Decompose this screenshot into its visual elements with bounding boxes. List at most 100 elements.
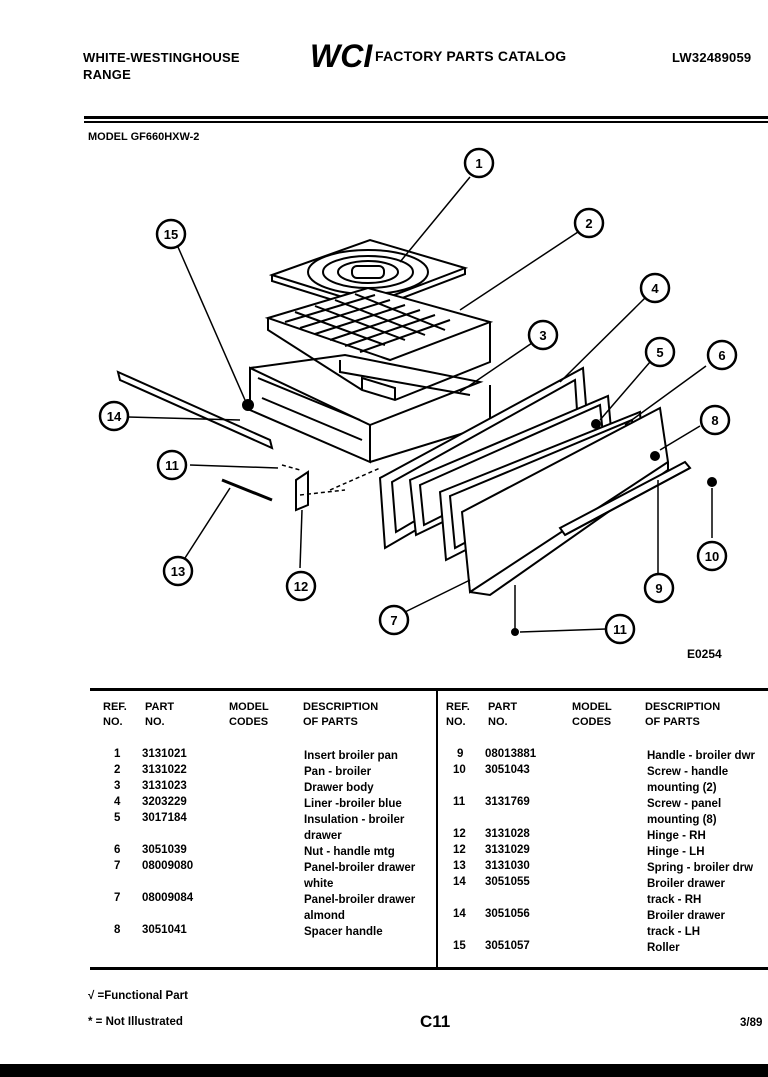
cell-desc: Insulation - broiler drawer <box>304 814 405 842</box>
header-rule-top <box>84 116 768 119</box>
cell-part: 3051055 <box>485 876 530 888</box>
callout-label: 8 <box>711 413 718 428</box>
cell-desc: Handle - broiler dwr <box>647 750 755 762</box>
cell-part: 3203229 <box>142 796 187 808</box>
header-description: DESCRIPTION OF PARTS <box>303 701 379 728</box>
cell-desc: Panel-broiler drawer white <box>304 862 416 890</box>
callout-label: 2 <box>585 216 592 231</box>
legend-not-illustrated: * = Not Illustrated <box>88 1016 183 1028</box>
cell-ref: 10 <box>453 764 466 776</box>
callout-6: 6 <box>706 339 738 371</box>
callout-label: 6 <box>718 348 725 363</box>
cell-part: 3051057 <box>485 940 530 952</box>
cell-ref: 14 <box>453 876 466 888</box>
brand-name: WHITE-WESTINGHOUSE <box>83 50 240 65</box>
cell-part: 3131030 <box>485 860 530 872</box>
cell-desc: Drawer body <box>304 782 374 794</box>
catalog-number: LW32489059 <box>672 50 752 65</box>
callout-10: 10 <box>696 540 728 572</box>
table-rule-top <box>90 688 768 691</box>
cell-part: 3131029 <box>485 844 530 856</box>
cell-part: 3051043 <box>485 764 530 776</box>
cell-ref: 5 <box>114 812 121 824</box>
callout-14: 14 <box>98 400 130 432</box>
cell-part: 3131028 <box>485 828 530 840</box>
spring <box>221 478 273 502</box>
cell-desc: Liner -broiler blue <box>304 798 402 810</box>
cell-ref: 3 <box>114 780 121 792</box>
cell-desc: Screw - handle mounting (2) <box>647 766 729 794</box>
callout-4: 4 <box>639 272 671 304</box>
cell-ref: 7 <box>114 892 121 904</box>
cell-part: 3051039 <box>142 844 187 856</box>
cell-ref: 7 <box>114 860 121 872</box>
broiler-drawer-track <box>116 370 274 450</box>
cell-desc: Insert broiler pan <box>304 750 398 762</box>
catalog-title: FACTORY PARTS CATALOG <box>375 48 567 64</box>
cell-part: 3131021 <box>142 748 187 760</box>
hinge <box>295 470 309 512</box>
figure-code: E0254 <box>687 647 722 661</box>
callout-11: 11 <box>604 613 636 645</box>
header-ref-no: REF. NO. <box>103 701 127 728</box>
legend-functional-part: √ =Functional Part <box>88 990 188 1002</box>
cell-desc: Hinge - RH <box>647 830 706 842</box>
cell-ref: 1 <box>114 748 121 760</box>
callout-15: 15 <box>155 218 187 250</box>
revision-date: 3/89 <box>740 1017 763 1029</box>
callout-label: 3 <box>539 328 546 343</box>
header-model-codes-right: MODEL CODES <box>572 701 612 728</box>
product-type: RANGE <box>83 67 131 82</box>
cell-ref: 15 <box>453 940 466 952</box>
callout-8: 8 <box>699 404 731 436</box>
callout-label: 12 <box>294 579 308 594</box>
callout-3: 3 <box>527 319 559 351</box>
broiler-pan <box>264 286 494 402</box>
callout-label: 10 <box>705 549 719 564</box>
cell-part: 3051041 <box>142 924 187 936</box>
cell-ref: 2 <box>114 764 121 776</box>
wci-logo-text: WCI <box>310 38 373 72</box>
callout-label: 11 <box>613 622 627 637</box>
callout-label: 14 <box>107 409 122 424</box>
header-description-right: DESCRIPTION OF PARTS <box>645 701 721 728</box>
callout-label: 1 <box>475 156 482 171</box>
cell-ref: 11 <box>453 796 466 808</box>
callout-label: 7 <box>390 613 397 628</box>
cell-ref: 6 <box>114 844 121 856</box>
callout-label: 13 <box>171 564 185 579</box>
cell-desc: Broiler drawer track - RH <box>647 878 725 906</box>
model-label: MODEL GF660HXW-2 <box>88 131 200 143</box>
callout-label: 9 <box>655 581 662 596</box>
cell-ref: 14 <box>453 908 466 920</box>
header-part-no-right: PART NO. <box>488 701 518 728</box>
cell-part: 3017184 <box>142 812 187 824</box>
callout-label: 4 <box>651 281 659 296</box>
header-rule-bottom <box>84 121 768 123</box>
cell-part: 08009084 <box>142 892 194 904</box>
cell-desc: Pan - broiler <box>304 766 372 778</box>
callout-9: 9 <box>643 572 675 604</box>
header-part-no: PART NO. <box>145 701 175 728</box>
cell-part: 08013881 <box>485 748 537 760</box>
callout-label: 11 <box>165 458 179 473</box>
cell-desc: Spring - broiler drw <box>647 862 754 874</box>
callout-label: 15 <box>164 227 178 242</box>
callout-13: 13 <box>162 555 194 587</box>
wci-logo: WCI <box>310 38 373 72</box>
cell-part: 08009080 <box>142 860 194 872</box>
cell-ref: 4 <box>114 796 121 808</box>
cell-ref: 13 <box>453 860 466 872</box>
cell-part: 3131769 <box>485 796 530 808</box>
cell-desc: Nut - handle mtg <box>304 846 395 858</box>
callout-2: 2 <box>573 207 605 239</box>
cell-part: 3051056 <box>485 908 530 920</box>
table-divider <box>436 690 438 969</box>
cell-desc: Spacer handle <box>304 926 383 938</box>
cell-ref: 9 <box>457 748 464 760</box>
callout-7: 7 <box>378 604 410 636</box>
cell-desc: Hinge - LH <box>647 846 705 858</box>
